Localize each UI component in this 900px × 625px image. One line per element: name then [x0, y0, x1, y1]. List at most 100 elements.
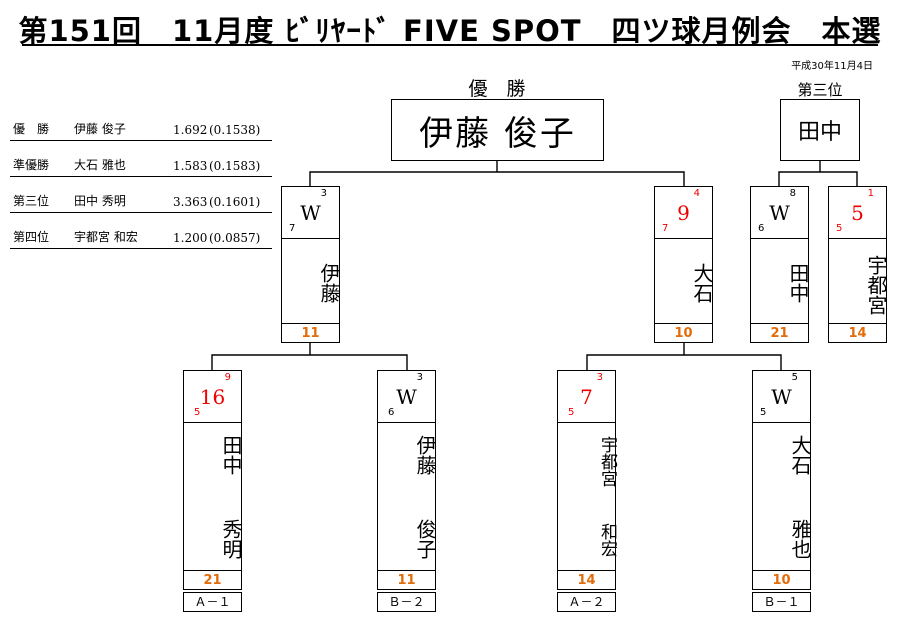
match-sup: 4 [693, 188, 700, 199]
player-given-name: 俊子 [413, 519, 437, 559]
standings-row: 準優勝 大石 雅也 1.583 (0.1583) [10, 141, 272, 177]
third-label: 第三位 [797, 81, 843, 99]
separator [282, 323, 339, 324]
seed-label: Ａ－２ [557, 592, 616, 612]
standings-rank: 優 勝 [13, 122, 50, 136]
standings-score: 1.200 [173, 231, 208, 245]
semi-card-right: 9 4 7 大石 10 [654, 186, 714, 343]
match-result: 16 [199, 385, 226, 409]
standings-table: 優 勝 伊藤 俊子 1.692 (0.1538) 準優勝 大石 雅也 1.583… [10, 105, 272, 249]
standings-ratio: (0.1583) [209, 159, 261, 173]
match-result: 9 [677, 201, 690, 225]
separator [829, 238, 886, 239]
separator [378, 570, 435, 571]
player-name: 田中 [786, 263, 810, 303]
match-sub: 6 [758, 223, 765, 234]
match-result: W [300, 201, 321, 225]
player-score: 11 [301, 326, 320, 341]
standings-rank: 準優勝 [13, 158, 50, 172]
match-sub: 5 [836, 223, 843, 234]
semi-right-connector [586, 354, 782, 370]
player-name: 宇都宮 [864, 255, 888, 315]
match-sub: 7 [289, 223, 296, 234]
match-sup: 5 [791, 372, 798, 383]
player-score: 10 [674, 326, 693, 341]
separator [378, 422, 435, 423]
match-result: W [769, 201, 790, 225]
round1-card-a1: 16 9 5 田中 秀明 21 [183, 370, 243, 590]
player-score: 21 [203, 573, 222, 588]
standings-name: 伊藤 俊子 [74, 122, 126, 136]
semi-left-connector [211, 354, 408, 370]
player-given-name: 和宏 [597, 523, 617, 557]
final-connector [309, 171, 685, 186]
standings-ratio: (0.1601) [209, 195, 261, 209]
standings-row: 第三位 田中 秀明 3.363 (0.1601) [10, 177, 272, 213]
separator [282, 238, 339, 239]
match-result: 5 [851, 201, 864, 225]
standings-row: 第四位 宇都宮 和宏 1.200 (0.0857) [10, 213, 272, 249]
match-sub: 6 [388, 407, 395, 418]
separator [751, 238, 808, 239]
separator [558, 422, 615, 423]
match-sup: 8 [789, 188, 796, 199]
player-score: 14 [848, 326, 867, 341]
match-sub: 5 [760, 407, 767, 418]
separator [753, 422, 810, 423]
standings-name: 宇都宮 和宏 [74, 230, 138, 244]
match-sub: 5 [194, 407, 201, 418]
third-box: 田中 [780, 99, 860, 161]
player-score: 10 [772, 573, 791, 588]
round1-card-b2: W 3 6 伊藤 俊子 11 [377, 370, 437, 590]
match-result: W [396, 385, 417, 409]
round1-card-a2: 7 3 5 宇都宮 和宏 14 [557, 370, 617, 590]
separator [751, 323, 808, 324]
match-result: W [771, 385, 792, 409]
separator [184, 570, 241, 571]
match-result: 7 [580, 385, 593, 409]
separator [558, 570, 615, 571]
player-name: 大石 [690, 263, 714, 303]
standings-name: 田中 秀明 [74, 194, 126, 208]
third-connector [778, 171, 858, 186]
standings-rank: 第四位 [13, 230, 50, 244]
seed-label: Ｂ－２ [377, 592, 436, 612]
separator [829, 323, 886, 324]
player-score: 21 [770, 326, 789, 341]
round1-card-b1: W 5 5 大石 雅也 10 [752, 370, 812, 590]
event-date: 平成30年11月4日 [791, 61, 873, 72]
match-sub: 5 [568, 407, 575, 418]
page-title: 第151回 11月度 ﾋﾞﾘﾔｰﾄﾞ FIVE SPOT 四ツ球月例会 本選 [18, 14, 882, 48]
match-sup: 9 [224, 372, 231, 383]
match-sup: 3 [416, 372, 423, 383]
standings-name: 大石 雅也 [74, 158, 126, 172]
winner-name: 伊藤 俊子 [419, 113, 576, 154]
semi-card-left: W 3 7 伊藤 11 [281, 186, 341, 343]
separator [753, 570, 810, 571]
standings-ratio: (0.0857) [209, 231, 261, 245]
seed-label: Ａ－１ [183, 592, 242, 612]
match-sup: 1 [867, 188, 874, 199]
player-given-name: 雅也 [788, 519, 812, 559]
standings-ratio: (0.1538) [209, 123, 261, 137]
winner-box: 伊藤 俊子 [391, 99, 604, 161]
separator [655, 238, 712, 239]
third-card-left: W 8 6 田中 21 [750, 186, 810, 343]
standings-score: 1.692 [173, 123, 208, 137]
player-score: 14 [577, 573, 596, 588]
player-given-name: 秀明 [219, 519, 243, 559]
standings-row: 優 勝 伊藤 俊子 1.692 (0.1538) [10, 105, 272, 141]
seed-label: Ｂ－１ [752, 592, 811, 612]
match-sub: 7 [662, 223, 669, 234]
standings-score: 1.583 [173, 159, 208, 173]
third-name: 田中 [797, 120, 842, 145]
standings-score: 3.363 [173, 195, 208, 209]
winner-label: 優 勝 [468, 78, 526, 100]
player-family-name: 宇都宮 [597, 435, 617, 487]
match-sup: 3 [596, 372, 603, 383]
player-family-name: 田中 [219, 435, 243, 475]
player-name: 伊藤 [317, 263, 341, 303]
player-score: 11 [397, 573, 416, 588]
standings-rank: 第三位 [13, 194, 50, 208]
